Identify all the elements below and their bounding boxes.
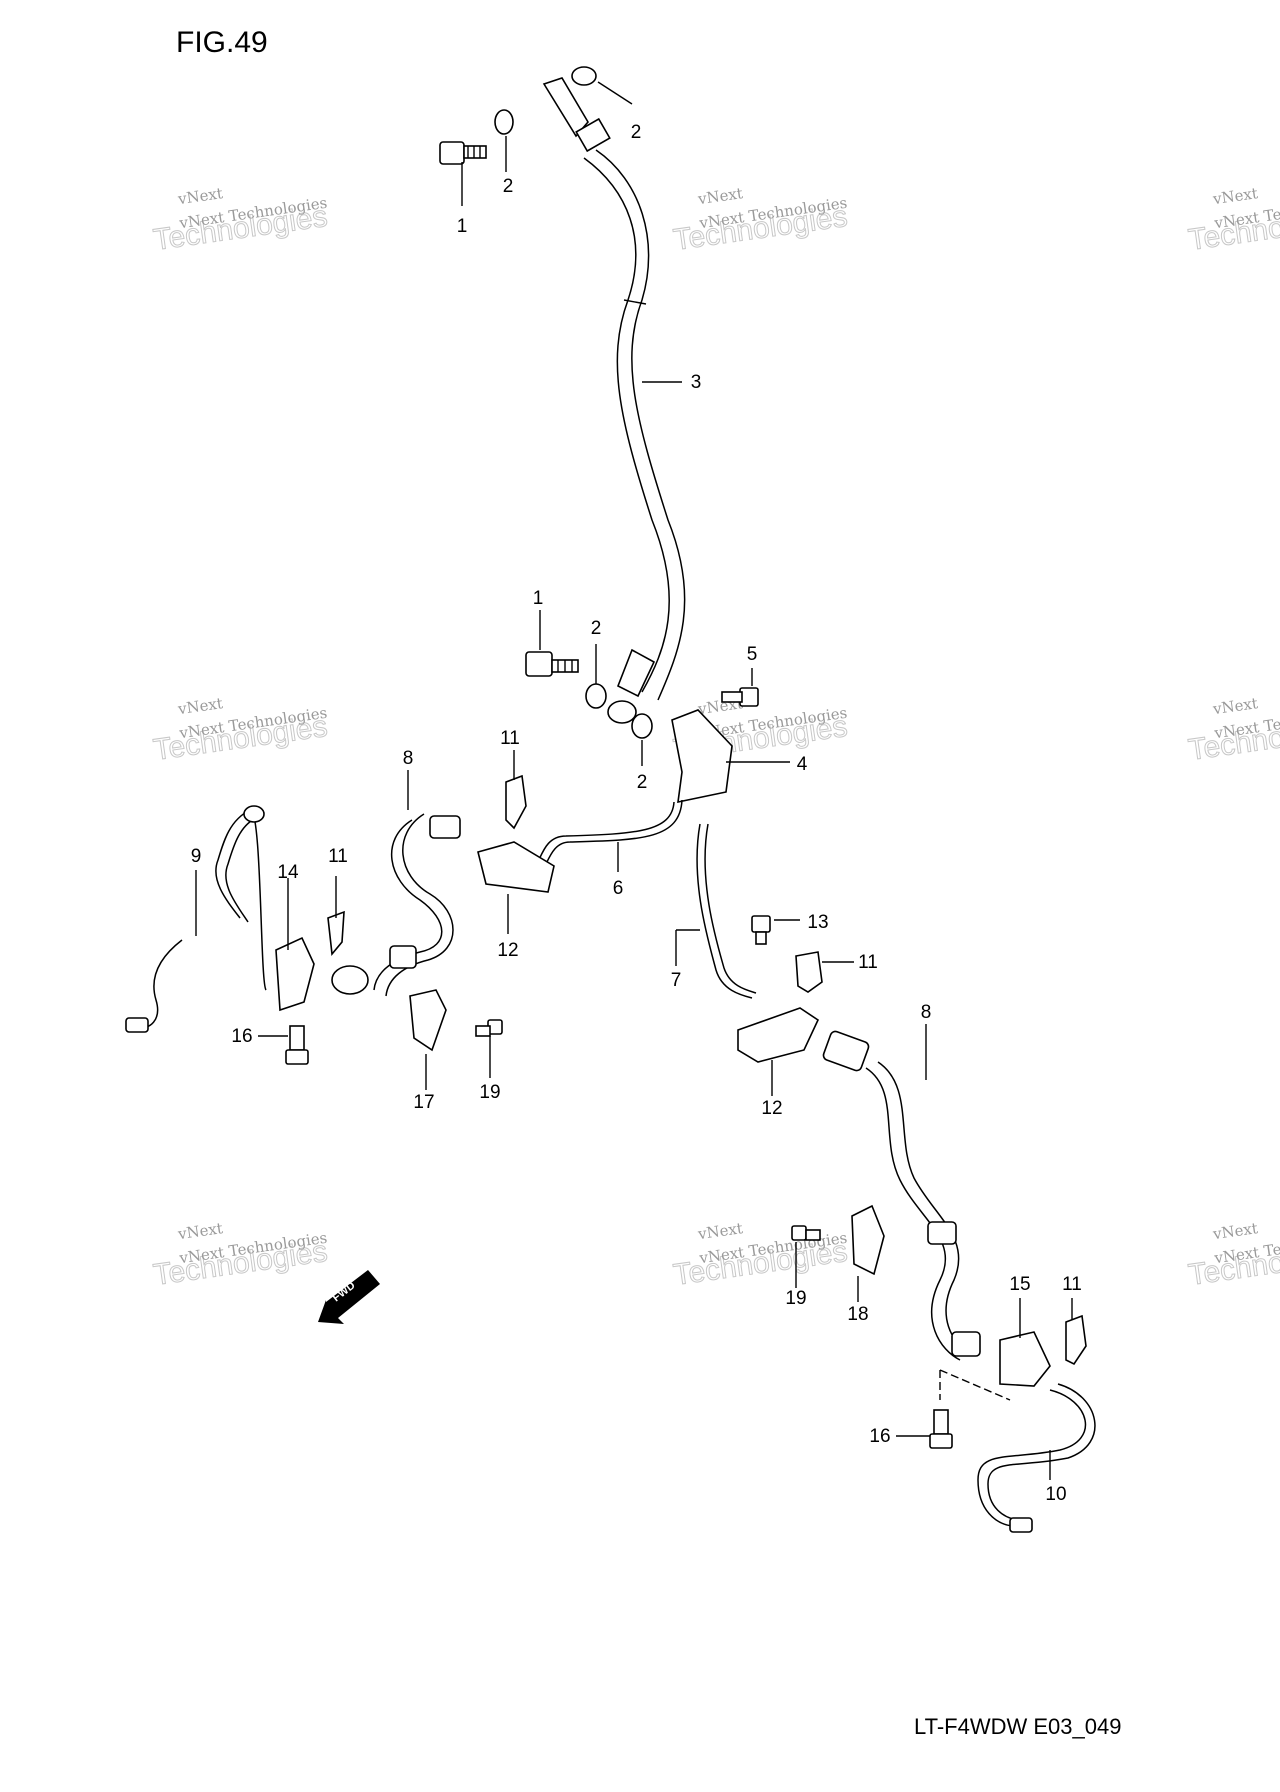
figure-code: LT-F4WDW E03_049: [914, 1714, 1121, 1739]
callout-labels: 1 2 2 3 1 2 5 2 4 11 8 9 14 11 6 12 16 1…: [191, 122, 1082, 1505]
callout-11-b: 11: [328, 846, 348, 867]
watermark: Technologies vNext vNext Technologies: [1186, 184, 1280, 257]
brake-pipe-9-end: [135, 939, 183, 1029]
callout-17: 17: [413, 1092, 434, 1113]
callout-2-upper-b: 2: [631, 122, 642, 143]
front-brake-hose-right: [822, 1030, 981, 1361]
callout-13: 13: [807, 912, 828, 933]
clip-right-upper: [795, 951, 823, 993]
watermark: Technologies vNext vNext Technologies: [671, 1219, 850, 1292]
joint-bracket: [671, 709, 733, 804]
callout-19-left: 19: [479, 1082, 500, 1103]
forward-direction-arrow: FWD: [318, 1270, 380, 1324]
callout-15: 15: [1009, 1274, 1030, 1295]
bracket-bolt: [721, 687, 759, 707]
watermark: Technologies vNext vNext Technologies: [671, 184, 850, 257]
callout-19-right: 19: [785, 1288, 806, 1309]
callout-3: 3: [691, 372, 702, 393]
callout-7: 7: [671, 970, 682, 991]
svg-text:vNext: vNext: [1211, 694, 1259, 718]
callout-6: 6: [613, 878, 624, 899]
svg-text:vNext: vNext: [176, 184, 224, 208]
bolt-19-right: [791, 1225, 821, 1241]
watermark: Technologies vNext vNext Technologies: [1186, 1219, 1280, 1292]
callout-12-left: 12: [497, 940, 518, 961]
bolt-alignment-line: [939, 1369, 1011, 1401]
callout-1-middle: 1: [533, 588, 544, 609]
callout-16-right: 16: [869, 1426, 890, 1447]
leader-lines: [195, 81, 1073, 1480]
callout-9: 9: [191, 846, 202, 867]
callout-14: 14: [277, 862, 299, 883]
callout-4: 4: [797, 754, 808, 775]
front-brake-hose-left: [331, 813, 461, 997]
hose-guard-18: [851, 1204, 885, 1276]
clip-left-upper: [505, 774, 527, 830]
hose-bracket-left: [477, 841, 555, 893]
callout-2-upper-a: 2: [503, 176, 514, 197]
watermark: Technologies vNext vNext Technologies: [151, 184, 330, 257]
brake-pipe-9-fitting: [125, 1017, 149, 1033]
svg-text:vNext: vNext: [176, 1219, 224, 1243]
watermark: Technologies vNext vNext Technologies: [1186, 694, 1280, 767]
callout-8-right: 8: [921, 1002, 932, 1023]
callout-11-c: 11: [858, 952, 878, 973]
caliper-bracket-14: [275, 936, 315, 1012]
svg-text:vNext: vNext: [1211, 184, 1259, 208]
bolt-19-left: [475, 1019, 503, 1037]
callout-18: 18: [847, 1304, 868, 1325]
hose-guard-17: [409, 989, 447, 1052]
washer-upper-b: [571, 66, 597, 86]
hose-bracket-right: [737, 1007, 820, 1063]
callout-5: 5: [747, 644, 758, 665]
caliper-bracket-15: [999, 1331, 1051, 1387]
bolt-16-left: [285, 1025, 309, 1065]
brake-pipe-9: [215, 805, 267, 991]
svg-text:vNext: vNext: [696, 1219, 744, 1243]
callout-8-left: 8: [403, 748, 414, 769]
watermark: Technologies vNext vNext Technologies: [151, 1219, 330, 1292]
upper-brake-hose: [542, 77, 686, 724]
washer-middle-a: [585, 683, 607, 709]
svg-text:vNext: vNext: [1211, 1219, 1259, 1243]
svg-text:vNext: vNext: [696, 184, 744, 208]
brake-pipe-10: [977, 1383, 1096, 1533]
callout-1-upper: 1: [457, 216, 468, 237]
brake-pipe-right: [696, 823, 757, 999]
callout-11-a: 11: [500, 728, 520, 749]
figure-title: FIG.49: [176, 26, 268, 59]
watermark: Technologies vNext vNext Technologies: [151, 694, 330, 767]
banjo-bolt-middle: [525, 651, 579, 677]
callout-11-d: 11: [1062, 1274, 1082, 1295]
bolt-16-right: [929, 1409, 953, 1449]
svg-text:vNext: vNext: [176, 694, 224, 718]
washer-upper-a: [494, 109, 514, 135]
bolt-13: [751, 915, 771, 945]
clip-right-lower: [1065, 1314, 1087, 1366]
clip-left-lower: [327, 910, 345, 956]
banjo-bolt-upper: [439, 141, 487, 165]
washer-middle-b: [631, 713, 653, 739]
callout-2-middle-b: 2: [637, 772, 648, 793]
callout-16-left: 16: [231, 1026, 252, 1047]
callout-12-right: 12: [761, 1098, 782, 1119]
callout-2-middle-a: 2: [591, 618, 602, 639]
callout-10: 10: [1045, 1484, 1066, 1505]
